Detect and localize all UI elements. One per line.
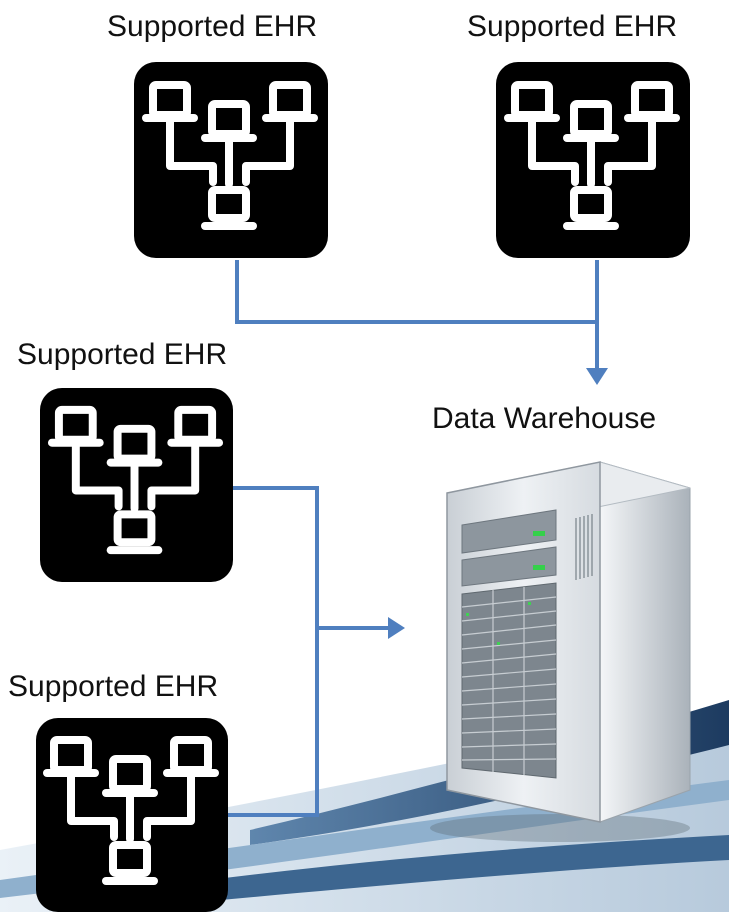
connector-ehr4 <box>228 628 319 817</box>
connector-lines <box>228 260 599 817</box>
arrowhead-down <box>586 368 608 385</box>
ehr-label-top-right: Supported EHR <box>467 10 678 43</box>
ehr-node-top-left <box>134 62 328 258</box>
ehr-label-mid-left: Supported EHR <box>17 338 228 371</box>
ehr-node-bottom-left <box>36 718 228 912</box>
connector-ehr1 <box>235 260 597 324</box>
arrowhead-right <box>388 617 405 639</box>
server-tower-icon <box>430 461 691 842</box>
connector-ehr3 <box>232 486 319 628</box>
ehr-label-top-left: Supported EHR <box>107 10 318 43</box>
ehr-node-mid-left <box>40 388 233 582</box>
warehouse-label: Data Warehouse <box>432 402 657 435</box>
ehr-node-top-right <box>496 62 690 258</box>
ehr-label-bottom-left: Supported EHR <box>8 670 219 703</box>
